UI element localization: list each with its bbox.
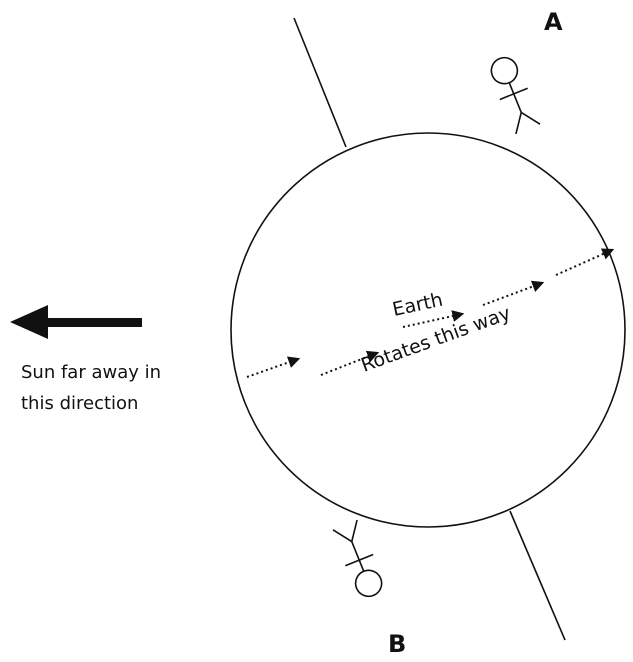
- axis-line-top: [293, 17, 347, 148]
- sun-label-line1: Sun far away in: [21, 362, 161, 383]
- axis-line-bottom: [509, 510, 566, 641]
- sun-label-line2: this direction: [21, 393, 138, 414]
- sun-direction-arrow-icon: [10, 305, 142, 339]
- earth-label: Earth: [390, 289, 444, 321]
- person-b-icon: [332, 519, 383, 598]
- earth-circle: [230, 132, 626, 528]
- rotation-arrow-icon: [246, 248, 615, 378]
- label-a: A: [544, 8, 563, 36]
- person-a-icon: [490, 56, 541, 135]
- label-b: B: [388, 630, 406, 658]
- rotation-label: Rotates this way: [358, 302, 513, 376]
